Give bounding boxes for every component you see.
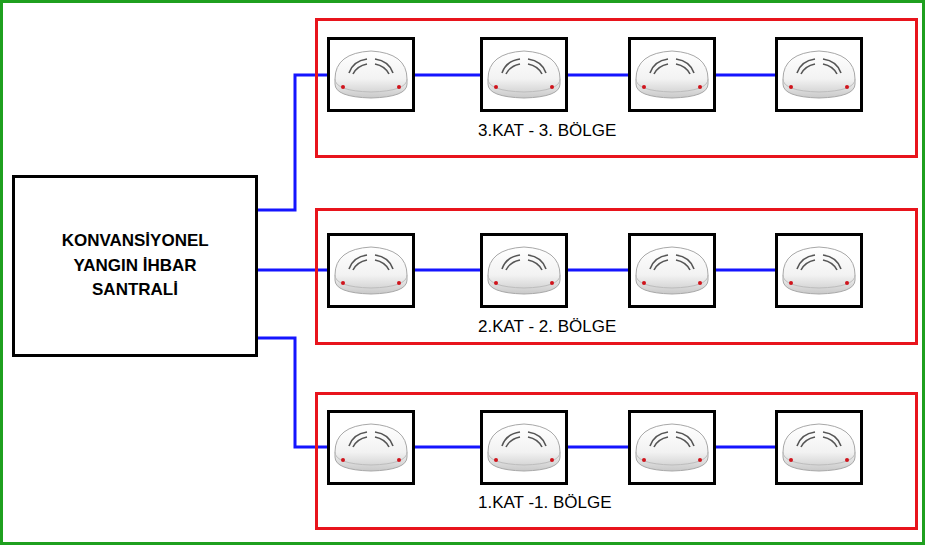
smoke-detector [630,412,715,484]
zone-box: 3.KAT - 3. BÖLGE [315,18,918,158]
smoke-detector [482,235,567,307]
wire [716,269,775,272]
zone-box: 2.KAT - 2. BÖLGE [315,208,918,345]
wire [568,74,628,77]
smoke-detector [777,39,862,111]
signal-wire [258,75,315,210]
detector-row [315,235,862,307]
smoke-detector [482,412,567,484]
signal-wire [258,269,315,272]
detector-row [315,39,862,111]
smoke-detector [777,412,862,484]
zone-label: 3.KAT - 3. BÖLGE [478,121,616,141]
wire [415,74,480,77]
wire [415,269,480,272]
zone-label: 2.KAT - 2. BÖLGE [478,317,616,337]
smoke-detector [630,235,715,307]
smoke-detector [329,39,414,111]
smoke-detector [482,39,567,111]
signal-wire [258,338,315,447]
wire [716,74,775,77]
wire [568,269,628,272]
wire [415,446,480,449]
smoke-detector [329,412,414,484]
wire [568,446,628,449]
zone-box: 1.KAT -1. BÖLGE [315,392,918,530]
panel-label: KONVANSİYONEL YANGIN İHBAR SANTRALİ [62,229,209,303]
smoke-detector [329,235,414,307]
smoke-detector [630,39,715,111]
smoke-detector [777,235,862,307]
zone-label: 1.KAT -1. BÖLGE [478,493,612,513]
control-panel: KONVANSİYONEL YANGIN İHBAR SANTRALİ [12,175,258,357]
detector-row [315,412,862,484]
wire [716,446,775,449]
